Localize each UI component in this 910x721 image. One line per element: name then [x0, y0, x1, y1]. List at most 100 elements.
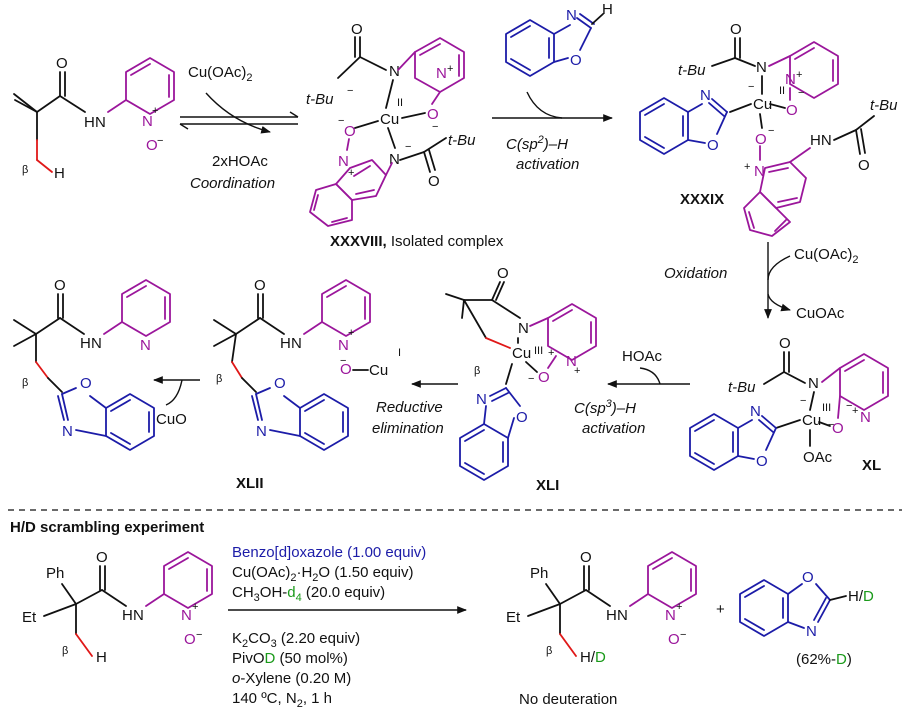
svg-text:O: O [668, 631, 680, 648]
ch-activation-sp3: HOAc C(sp3)–H activation [574, 348, 690, 437]
svg-text:I: I [398, 347, 401, 359]
svg-text:β: β [216, 373, 222, 385]
ch-activation-sp2: N O H C(sp2)–H activation [492, 1, 613, 173]
svg-text:OAc: OAc [803, 449, 833, 466]
svg-text:H: H [54, 165, 65, 182]
svg-text:O: O [56, 55, 68, 72]
complex-xl: Cu III N O t-Bu − N + O − − OAc N [689, 335, 889, 474]
reductive-elimination: Reductive elimination [372, 380, 458, 437]
svg-text:−: − [846, 400, 852, 412]
svg-text:HN: HN [810, 132, 832, 149]
svg-text:O: O [344, 123, 356, 140]
svg-text:O: O [146, 137, 158, 154]
cond7: 140 ºC, N2, 1 h [232, 690, 332, 710]
svg-text:−: − [405, 141, 411, 153]
step3-reagent: Cu(OAc)2 [794, 246, 858, 266]
svg-text:N: N [436, 65, 447, 82]
svg-text:+: + [716, 601, 725, 618]
svg-text:N: N [808, 375, 819, 392]
cond2: Cu(OAc)2·H2O (1.50 equiv) [232, 564, 413, 584]
svg-text:+: + [152, 105, 158, 117]
cond5: PivOD (50 mol%) [232, 650, 348, 667]
svg-text:N: N [140, 337, 151, 354]
step4-line1: C(sp3)–H [574, 398, 636, 417]
svg-text:HOAc: HOAc [622, 348, 663, 365]
cond6: o-Xylene (0.20 M) [232, 670, 351, 687]
svg-text:elimination: elimination [372, 420, 444, 437]
svg-text:O: O [786, 102, 798, 119]
svg-text:N: N [62, 423, 73, 440]
svg-text:O: O [80, 375, 92, 392]
svg-text:+: + [744, 161, 750, 173]
svg-text:−: − [748, 81, 754, 93]
substrate-amide: O H N H β N + O − [13, 55, 175, 182]
svg-text:Reductive: Reductive [376, 399, 443, 416]
svg-text:−: − [680, 629, 686, 641]
svg-text:−: − [768, 125, 774, 137]
step1-byproduct: 2xHOAc [212, 153, 268, 170]
coordination-arrows: Cu(OAc)2 2xHOAc Coordination [179, 64, 299, 192]
svg-text:O: O [755, 131, 767, 148]
svg-text:N: N [785, 71, 796, 88]
svg-text:Oxidation: Oxidation [664, 265, 727, 282]
svg-text:N: N [181, 607, 192, 624]
svg-text:−: − [338, 115, 344, 127]
svg-text:O: O [858, 157, 870, 174]
svg-text:N: N [700, 87, 711, 104]
svg-text:O: O [802, 569, 814, 586]
complex-xxxix: Cu II N O t-Bu − N + O − N O [639, 21, 898, 237]
svg-text:β: β [546, 645, 552, 657]
svg-text:t-Bu: t-Bu [728, 379, 756, 396]
svg-text:H: H [84, 114, 95, 131]
svg-text:t-Bu: t-Bu [448, 132, 476, 149]
svg-text:N: N [750, 403, 761, 420]
svg-text:H/D: H/D [580, 649, 606, 666]
svg-text:N: N [518, 320, 529, 337]
svg-text:t-Bu: t-Bu [678, 62, 706, 79]
svg-text:H: H [606, 607, 617, 624]
svg-text:O: O [184, 631, 196, 648]
svg-text:III: III [534, 345, 543, 357]
svg-text:O: O [96, 549, 108, 566]
svg-text:−: − [800, 395, 806, 407]
scrambling-conditions: Benzo[d]oxazole (1.00 equiv) Cu(OAc)2·H2… [228, 544, 467, 710]
cu-atom: Cu [380, 111, 399, 128]
svg-text:N: N [665, 607, 676, 624]
svg-text:N: N [754, 163, 765, 180]
svg-text:+: + [852, 405, 858, 417]
svg-text:β: β [474, 365, 480, 377]
scrambling-substrate: Ph Et O H N H β N + O − [22, 549, 213, 666]
svg-text:N: N [617, 607, 628, 624]
svg-text:II: II [397, 97, 403, 109]
svg-text:H: H [96, 649, 107, 666]
svg-text:−: − [528, 373, 534, 385]
svg-text:XLII: XLII [236, 475, 264, 492]
step1-reagent: Cu(OAc)2 [188, 64, 252, 84]
svg-text:O: O [254, 277, 266, 294]
svg-text:O: O [730, 21, 742, 38]
svg-text:N: N [338, 153, 349, 170]
svg-text:N: N [476, 391, 487, 408]
svg-text:activation: activation [516, 156, 579, 173]
cond4: K2CO3 (2.20 equiv) [232, 630, 360, 650]
step1-label: Coordination [190, 175, 275, 192]
oxidation-step: Oxidation Cu(OAc)2 CuOAc [664, 242, 858, 322]
svg-text:+: + [447, 63, 453, 75]
svg-text:t-Bu: t-Bu [870, 97, 898, 114]
svg-text:O: O [538, 369, 550, 386]
svg-text:CuO: CuO [156, 411, 187, 428]
svg-text:+: + [192, 601, 198, 613]
svg-text:XXXIX: XXXIX [680, 191, 724, 208]
svg-text:H: H [122, 607, 133, 624]
cuo-release: CuO [153, 376, 200, 428]
svg-text:III: III [822, 402, 831, 414]
svg-text:Cu: Cu [369, 362, 388, 379]
svg-text:−: − [340, 355, 346, 367]
svg-text:Et: Et [22, 609, 37, 626]
svg-text:Benzo[d]oxazole (1.00 equiv): Benzo[d]oxazole (1.00 equiv) [232, 544, 426, 561]
svg-text:β: β [22, 377, 28, 389]
scrambling-product-amide: Ph Et O H N H/D β N + O − No deuteration [506, 549, 697, 708]
svg-text:N: N [389, 151, 400, 168]
svg-text:−: − [347, 85, 353, 97]
